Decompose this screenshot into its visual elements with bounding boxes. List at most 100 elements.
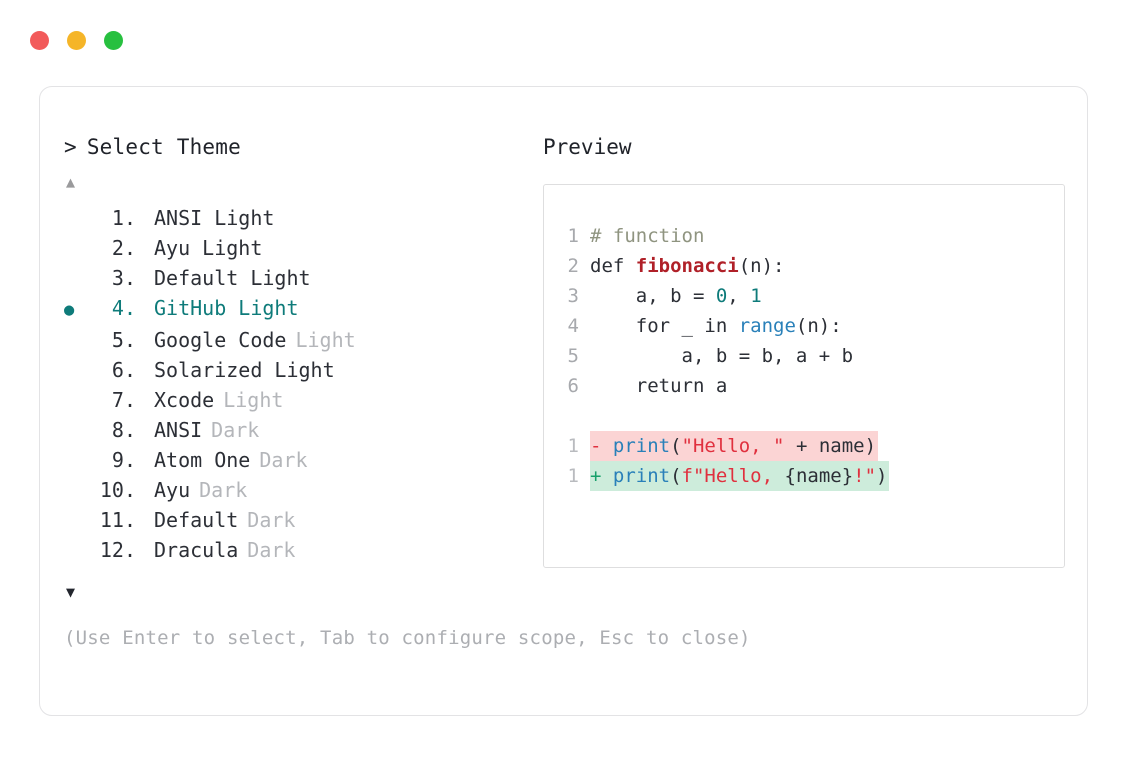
code-token-plain: ( — [670, 465, 682, 487]
theme-item-name: GitHub Light — [154, 296, 299, 320]
code-line: 4 for _ in range(n): — [544, 311, 1064, 341]
code-token-comment: # function — [590, 225, 705, 247]
theme-item-index: 2. — [111, 236, 136, 260]
theme-item-index: 6. — [111, 358, 136, 382]
keyboard-hint-text: (Use Enter to select, Tab to configure s… — [64, 627, 751, 649]
theme-item-name: Ayu — [154, 478, 191, 502]
theme-item-separator — [136, 203, 154, 233]
line-number: 6 — [567, 375, 579, 397]
theme-list-item[interactable]: 2. Ayu Light — [64, 233, 534, 263]
code-token-plain: (n): — [795, 315, 842, 337]
theme-item-name: Xcode — [154, 388, 215, 412]
line-number: 3 — [567, 285, 579, 307]
line-number: 1 — [567, 435, 579, 457]
code-line-content: + print(f"Hello, {name}!") — [590, 461, 890, 491]
code-token-minus: - — [590, 435, 613, 457]
maximize-window-button[interactable] — [104, 31, 123, 50]
theme-item-index: 1. — [111, 206, 136, 230]
theme-item-name: Ayu Light — [154, 236, 263, 260]
theme-item-variant-tag: Dark — [247, 538, 296, 562]
theme-item-name: Default — [154, 508, 239, 532]
code-line-content: a, b = b, a + b — [590, 341, 854, 371]
theme-item-separator — [136, 385, 154, 415]
code-line: 5 a, b = b, a + b — [544, 341, 1064, 371]
code-line-content: for _ in range(n): — [590, 311, 842, 341]
code-line: 1# function — [544, 221, 1064, 251]
code-line-content: # function — [590, 221, 704, 251]
line-number: 4 — [567, 315, 579, 337]
line-number: 2 — [567, 255, 579, 277]
code-line-content: - print("Hello, " + name) — [590, 431, 879, 461]
scroll-up-arrow-icon[interactable]: ▲ — [66, 173, 76, 191]
theme-list-item[interactable]: 3. Default Light — [64, 263, 534, 293]
theme-item-index: 8. — [111, 418, 136, 442]
theme-item-separator — [136, 355, 154, 385]
selected-bullet-icon: ● — [64, 300, 75, 320]
theme-item-index: 12. — [99, 538, 136, 562]
theme-item-index: 5. — [111, 328, 136, 352]
theme-item-separator — [136, 535, 154, 565]
theme-item-separator — [136, 293, 154, 323]
theme-list-item[interactable]: ●4. GitHub Light — [64, 293, 534, 325]
theme-item-separator — [136, 233, 154, 263]
code-token-plain: return a — [590, 375, 728, 397]
code-line: 3 a, b = 0, 1 — [544, 281, 1064, 311]
theme-item-name: Dracula — [154, 538, 239, 562]
theme-item-separator — [136, 445, 154, 475]
diff-block: 1 - print("Hello, " + name)1 + print(f"Hel… — [544, 431, 1064, 491]
theme-list-item[interactable]: 6. Solarized Light — [64, 355, 534, 385]
theme-item-name: Default Light — [154, 266, 311, 290]
close-window-button[interactable] — [30, 31, 49, 50]
theme-item-name: Solarized Light — [154, 358, 335, 382]
minimize-window-button[interactable] — [67, 31, 86, 50]
theme-item-variant-tag: Dark — [211, 418, 260, 442]
code-token-num: 0 — [715, 285, 728, 307]
code-token-num: 1 — [750, 285, 762, 307]
code-token-plain: + name) — [784, 435, 877, 457]
theme-item-separator — [136, 475, 154, 505]
theme-item-name: Google Code — [154, 328, 287, 352]
code-token-plain: , — [727, 285, 751, 307]
scroll-down-arrow-icon[interactable]: ▼ — [66, 583, 76, 601]
code-token-plain: a, b = b, a + b — [590, 345, 854, 367]
theme-item-index: 10. — [99, 478, 136, 502]
diff-code-line: 1 - print("Hello, " + name) — [544, 431, 1064, 461]
theme-list-item[interactable]: 1. ANSI Light — [64, 203, 534, 233]
code-token-builtin: range — [738, 315, 796, 337]
code-token-plain: ( — [670, 435, 682, 457]
code-token-plain: {name} — [784, 465, 854, 487]
theme-item-separator — [136, 415, 154, 445]
theme-item-name: ANSI Light — [154, 206, 275, 230]
theme-item-name: Atom One — [154, 448, 251, 472]
code-spacer — [544, 401, 1064, 431]
code-line: 2 def fibonacci(n): — [544, 251, 1064, 281]
code-token-plain: (n): — [738, 255, 785, 277]
code-line: 6 return a — [544, 371, 1064, 401]
code-token-plus: + — [590, 465, 613, 487]
theme-item-name: ANSI — [154, 418, 203, 442]
code-token-plain: ) — [876, 465, 888, 487]
prompt-caret-icon: > — [64, 135, 77, 159]
theme-item-separator — [136, 263, 154, 293]
code-token-fn: fibonacci — [635, 255, 739, 277]
theme-item-index: 9. — [111, 448, 136, 472]
code-token-str: !" — [853, 465, 877, 487]
code-line-content: def fibonacci(n): — [590, 251, 784, 281]
preview-label: Preview — [543, 135, 632, 159]
theme-item-separator — [136, 505, 154, 535]
code-token-builtin: print — [612, 465, 671, 487]
code-token-plain: for _ in — [590, 315, 739, 337]
page-title: Select Theme — [86, 135, 241, 159]
theme-list-item[interactable]: 12. Dracula Dark — [64, 535, 534, 565]
theme-list-item[interactable]: 8. ANSI Dark — [64, 415, 534, 445]
code-token-builtin: print — [612, 435, 671, 457]
